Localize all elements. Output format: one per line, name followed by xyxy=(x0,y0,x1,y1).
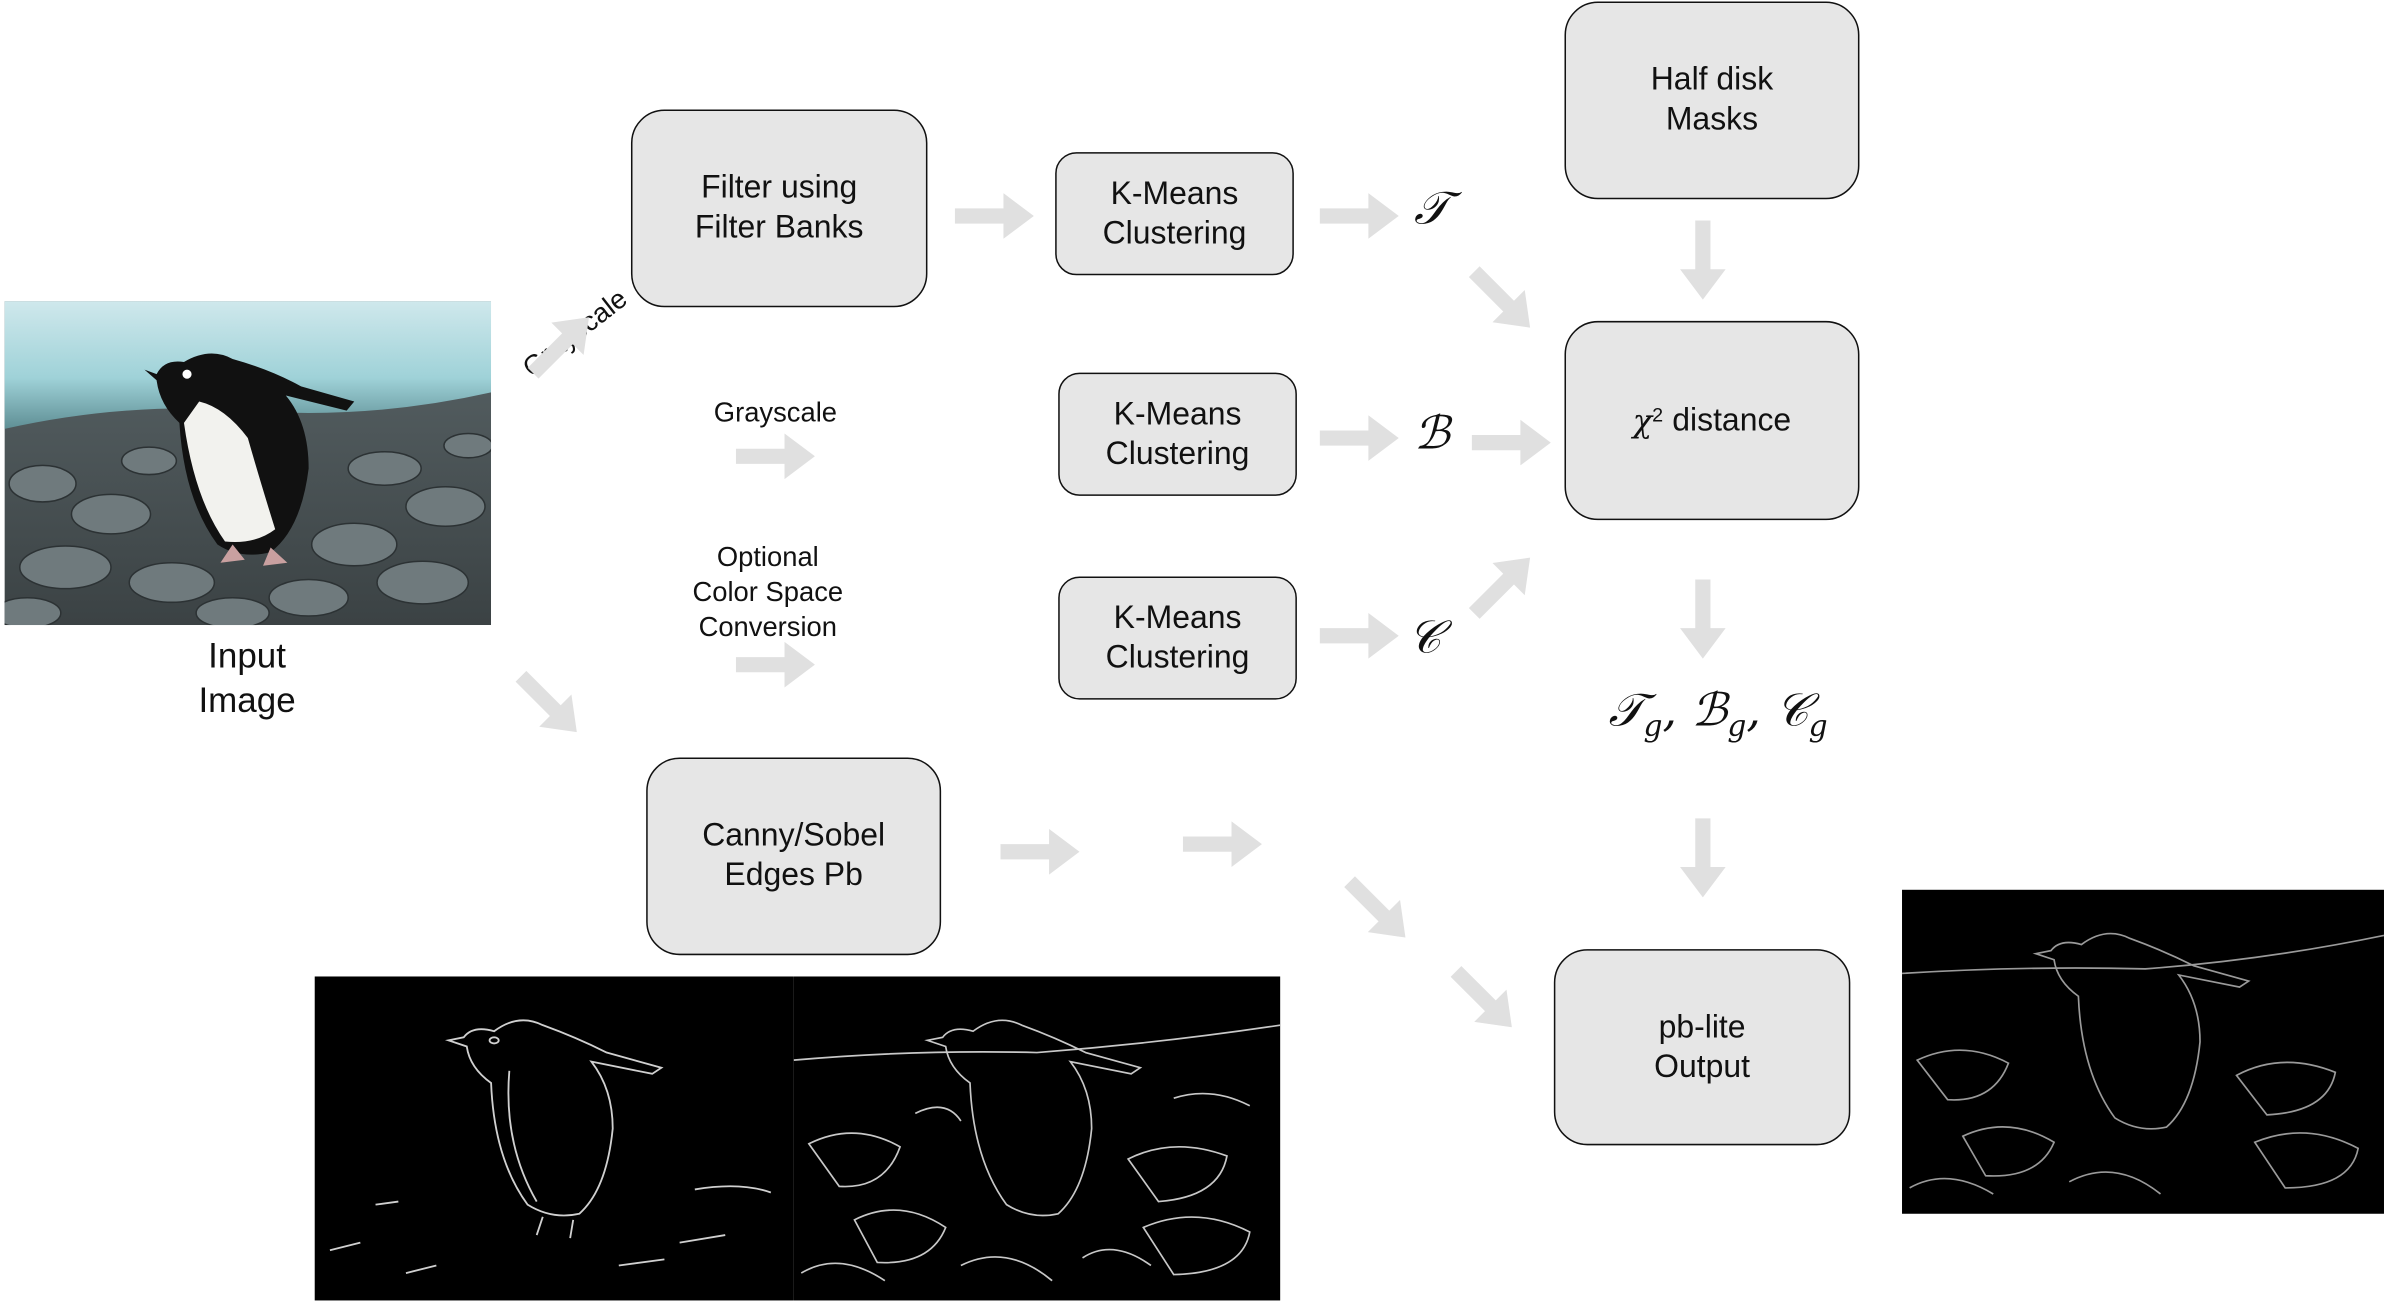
pblite-line-2: Output xyxy=(1654,1048,1751,1084)
kmeans-3-line-1: K-Means xyxy=(1113,600,1242,636)
color-label-line-2: Color Space xyxy=(692,576,844,607)
filter-box-line-1: Filter using xyxy=(701,170,858,206)
half-disk-line-2: Masks xyxy=(1665,101,1759,137)
input-image xyxy=(4,301,492,626)
grad-sep-2: , xyxy=(1746,684,1761,738)
arrow-kmeans2-to-b xyxy=(1319,415,1399,461)
half-disk-masks-box: Half disk Masks xyxy=(1564,1,1860,200)
color-symbol: 𝒞 xyxy=(1407,611,1442,665)
filter-box-line-2: Filter Banks xyxy=(694,209,864,245)
arrow-color-space xyxy=(735,641,815,688)
color-label-line-3: Conversion xyxy=(698,611,838,642)
color-label-line-1: Optional xyxy=(716,541,819,572)
grad-t: 𝒯 xyxy=(1608,684,1644,738)
arrow-canny-to-output-2 xyxy=(1440,955,1528,1043)
arrow-c-to-chi xyxy=(1458,541,1546,629)
canny-edge-image xyxy=(314,976,794,1301)
grad-c-sub: g xyxy=(1808,708,1828,744)
arrow-canny-to-output-1 xyxy=(1333,865,1421,953)
pb-lite-output-box: pb-lite Output xyxy=(1553,949,1851,1146)
sobel-edge-image xyxy=(793,976,1281,1301)
canny-line-1: Canny/Sobel xyxy=(702,818,886,854)
arrow-kmeans1-to-t xyxy=(1319,193,1399,239)
arrow-t-to-chi xyxy=(1458,256,1546,344)
kmeans-2-line-2: Clustering xyxy=(1105,435,1250,471)
arrow-masks-to-chi xyxy=(1680,220,1726,300)
arrow-canny-right-2 xyxy=(1182,821,1262,867)
input-label-line-1: Input xyxy=(208,635,286,676)
grad-b: ℬ xyxy=(1691,684,1728,738)
filter-banks-box: Filter using Filter Banks xyxy=(630,109,928,308)
arrow-input-to-canny xyxy=(505,660,593,748)
color-space-label: Optional Color Space Conversion xyxy=(669,540,867,645)
grayscale-label: Grayscale xyxy=(713,396,838,428)
chi-superscript: 2 xyxy=(1652,402,1664,426)
arrow-b-to-chi xyxy=(1471,419,1551,466)
arrow-filter-to-kmeans xyxy=(954,193,1034,239)
canny-sobel-box: Canny/Sobel Edges Pb xyxy=(646,757,942,956)
pb-lite-result-image xyxy=(1902,889,2384,1214)
canny-line-2: Edges Pb xyxy=(724,857,863,893)
kmeans-brightness-box: K-Means Clustering xyxy=(1058,372,1297,496)
arrow-grayscale xyxy=(735,433,815,480)
kmeans-2-line-1: K-Means xyxy=(1113,396,1242,432)
gradients-label: 𝒯g, ℬg, 𝒞g xyxy=(1609,684,1828,743)
chi-distance-text: distance xyxy=(1672,402,1792,438)
arrow-canny-right-1 xyxy=(1000,828,1080,875)
grad-b-sub: g xyxy=(1727,708,1747,744)
kmeans-color-box: K-Means Clustering xyxy=(1058,576,1297,700)
grad-c: 𝒞 xyxy=(1775,684,1809,738)
texton-symbol: 𝒯 xyxy=(1413,182,1449,236)
arrow-chi-to-gradients xyxy=(1680,579,1726,659)
half-disk-line-1: Half disk xyxy=(1650,62,1774,98)
kmeans-texture-box: K-Means Clustering xyxy=(1055,152,1294,276)
chi-symbol: χ xyxy=(1632,402,1653,439)
grad-t-sub: g xyxy=(1643,708,1663,744)
arrow-input-to-filter xyxy=(517,301,605,389)
input-image-label: Input Image xyxy=(144,634,349,722)
kmeans-1-line-1: K-Means xyxy=(1110,175,1239,211)
kmeans-3-line-2: Clustering xyxy=(1105,639,1250,675)
kmeans-1-line-2: Clustering xyxy=(1102,215,1247,251)
brightness-symbol: ℬ xyxy=(1413,407,1450,461)
input-label-line-2: Image xyxy=(198,679,296,720)
arrow-kmeans3-to-c xyxy=(1319,612,1399,659)
pblite-line-1: pb-lite xyxy=(1658,1009,1746,1045)
grad-sep-1: , xyxy=(1662,684,1678,738)
arrow-gradients-to-output xyxy=(1680,818,1726,898)
